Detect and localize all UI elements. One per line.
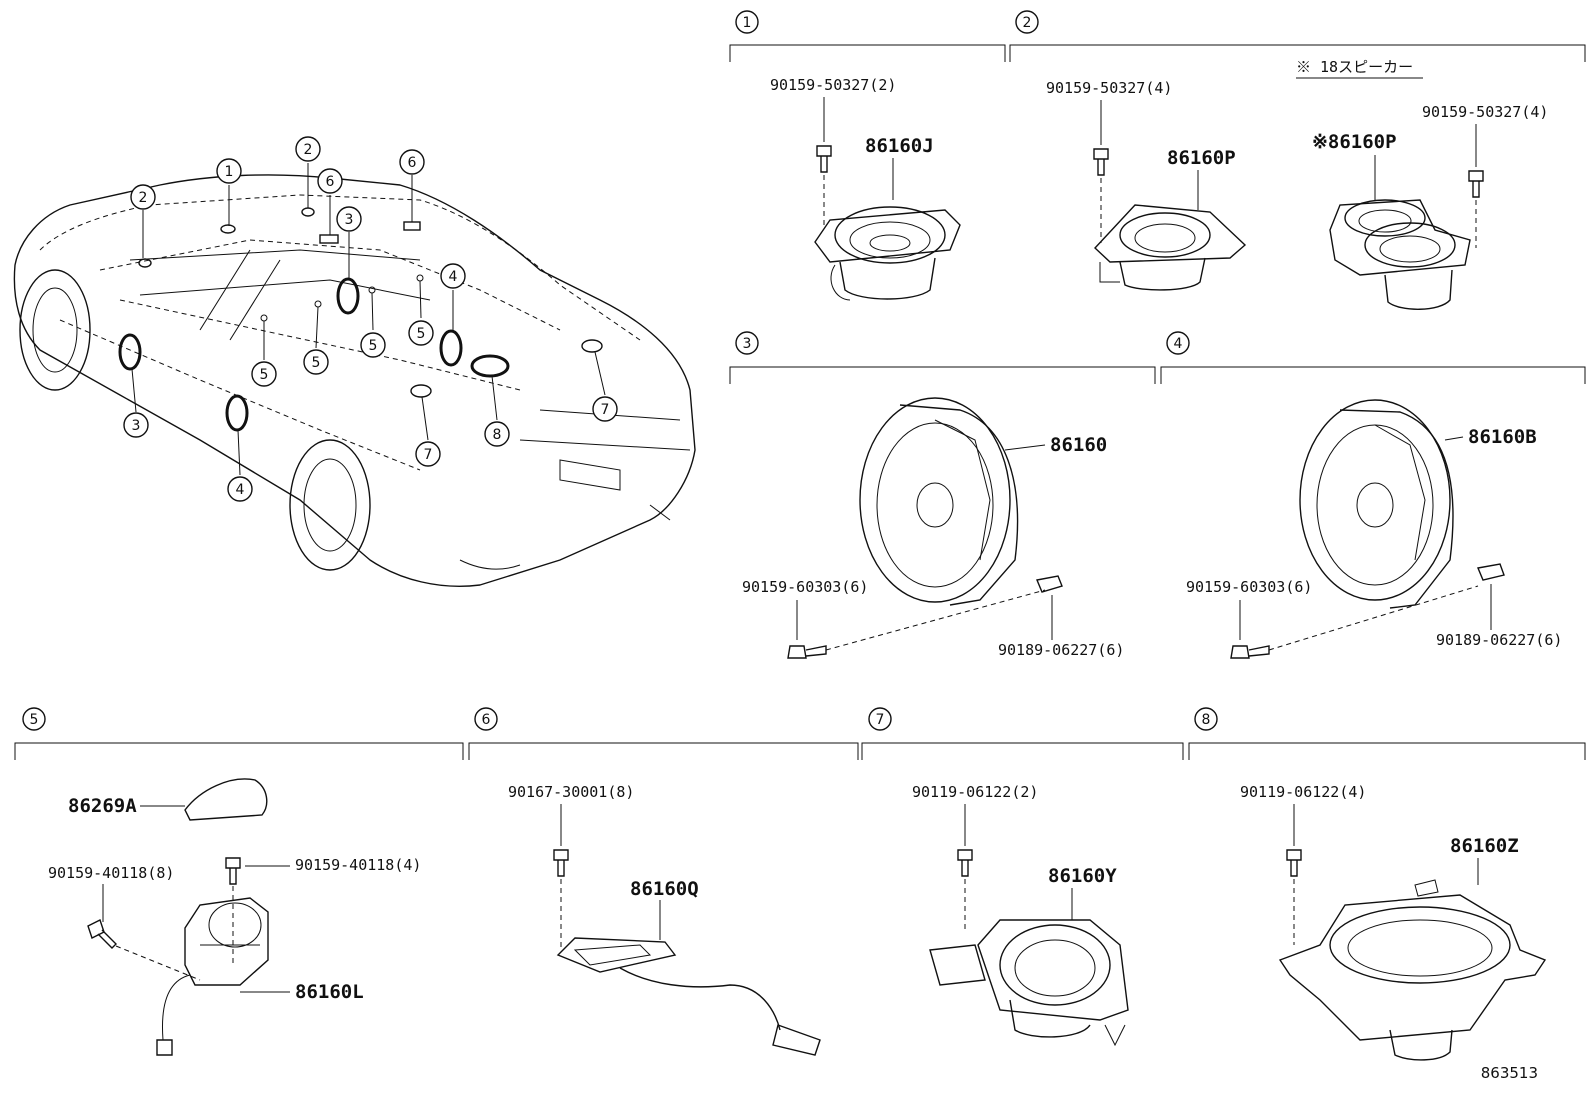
svg-text:7: 7 xyxy=(601,402,610,418)
g4-speaker xyxy=(1299,399,1454,609)
car-callout-5a: 5 xyxy=(251,361,277,387)
group-3-number: 3 xyxy=(743,336,752,352)
car-callout-5b: 5 xyxy=(303,349,329,375)
group-2: 2 ※ 18スピーカー 90159-50327(4) 86160P ※86160… xyxy=(1009,10,1586,310)
g2-speaker xyxy=(1094,204,1247,291)
car-callout-1: 1 xyxy=(216,158,242,184)
g3-nut xyxy=(1036,575,1063,593)
car-callout-5c: 5 xyxy=(360,332,386,358)
svg-text:2: 2 xyxy=(139,190,148,206)
g6-module-label: 86160Q xyxy=(630,878,699,900)
g6-module xyxy=(556,937,821,1056)
g5-screw-b-label: 90159-40118(4) xyxy=(295,856,421,874)
g2-screw xyxy=(1093,148,1109,176)
g6-screw-label: 90167-30001(8) xyxy=(508,783,634,801)
svg-text:1: 1 xyxy=(225,164,234,180)
group-8: 8 90119-06122(4) 86160Z xyxy=(1188,707,1586,1061)
group-1: 1 90159-50327(2) 86160J xyxy=(729,10,1006,301)
car-callout-3b: 3 xyxy=(123,412,149,438)
g1-screw-label: 90159-50327(2) xyxy=(770,76,896,94)
g3-speaker xyxy=(859,397,1019,606)
g7-speaker xyxy=(929,919,1129,1047)
group-2-number: 2 xyxy=(1023,15,1032,31)
g8-speaker-label: 86160Z xyxy=(1450,835,1519,857)
car-callout-7a: 7 xyxy=(415,441,441,467)
group-3: 3 86160 90159-60303(6) 90189-06227(6) xyxy=(729,331,1156,659)
group-6-number: 6 xyxy=(482,712,491,728)
g5-speaker xyxy=(156,897,269,1056)
car-callout-2a: 2 xyxy=(130,184,156,210)
g5-screw-a xyxy=(87,919,117,949)
svg-text:6: 6 xyxy=(326,174,335,190)
svg-text:8: 8 xyxy=(493,427,502,443)
car-callout-3a: 3 xyxy=(336,206,362,232)
g4-nut xyxy=(1477,563,1505,581)
g7-screw-label: 90119-06122(2) xyxy=(912,783,1038,801)
group-7: 7 90119-06122(2) 86160Y xyxy=(861,707,1184,1047)
car-callout-6b: 6 xyxy=(399,149,425,175)
svg-text:5: 5 xyxy=(369,338,378,354)
g5-screw-a-label: 90159-40118(8) xyxy=(48,864,174,882)
g7-speaker-label: 86160Y xyxy=(1048,865,1117,887)
g6-screw xyxy=(553,849,569,877)
g5-cover xyxy=(184,778,268,821)
car-callout-8: 8 xyxy=(484,421,510,447)
group-8-number: 8 xyxy=(1202,712,1211,728)
svg-text:6: 6 xyxy=(408,155,417,171)
g2-note-18speaker: ※ 18スピーカー xyxy=(1296,58,1413,76)
g4-speaker-label: 86160B xyxy=(1468,426,1537,448)
group-1-number: 1 xyxy=(743,15,752,31)
g5-cover-label: 86269A xyxy=(68,795,137,817)
g7-screw xyxy=(957,849,973,877)
diagram-id: 863513 xyxy=(1481,1064,1538,1082)
g1-speaker-label: 86160J xyxy=(865,135,934,157)
g3-speaker-label: 86160 xyxy=(1050,434,1107,456)
svg-text:3: 3 xyxy=(345,212,354,228)
svg-text:3: 3 xyxy=(132,418,141,434)
g5-screw-b xyxy=(225,857,241,885)
car-callout-7b: 7 xyxy=(592,396,618,422)
car-callout-6a: 6 xyxy=(317,168,343,194)
g8-speaker xyxy=(1278,879,1547,1061)
g1-screw xyxy=(816,145,832,173)
car-overview: 1 2 2 6 6 3 3 4 4 5 5 5 5 7 7 8 xyxy=(13,136,696,587)
car-callout-4a: 4 xyxy=(440,263,466,289)
g2-alt-screw xyxy=(1468,170,1484,198)
g2-alt-screw-label: 90159-50327(4) xyxy=(1422,103,1548,121)
g3-nut-label: 90189-06227(6) xyxy=(998,641,1124,659)
g4-screw-label: 90159-60303(6) xyxy=(1186,578,1312,596)
car-callout-2b: 2 xyxy=(295,136,321,162)
group-6: 6 90167-30001(8) 86160Q xyxy=(468,707,859,1056)
group-7-number: 7 xyxy=(876,712,885,728)
group-4: 4 86160B 90159-60303(6) 90189-06227(6) xyxy=(1160,331,1586,659)
svg-text:7: 7 xyxy=(424,447,433,463)
svg-text:4: 4 xyxy=(236,482,245,498)
g8-screw xyxy=(1286,849,1302,877)
g3-screw-label: 90159-60303(6) xyxy=(742,578,868,596)
g1-speaker xyxy=(814,206,961,301)
group-5-number: 5 xyxy=(30,712,39,728)
svg-text:5: 5 xyxy=(312,355,321,371)
group-5: 5 86269A 90159-40118(8) 90159-40118(4) 8… xyxy=(14,707,464,1056)
g2-speaker-label: 86160P xyxy=(1167,147,1236,169)
svg-text:4: 4 xyxy=(449,269,458,285)
g4-nut-label: 90189-06227(6) xyxy=(1436,631,1562,649)
g4-screw xyxy=(1230,645,1270,659)
svg-text:5: 5 xyxy=(260,367,269,383)
g2-alt-speaker-label: ※86160P xyxy=(1312,131,1397,153)
g2-alt-speaker-dual xyxy=(1329,199,1471,310)
svg-text:2: 2 xyxy=(304,142,313,158)
group-4-number: 4 xyxy=(1174,336,1183,352)
svg-text:5: 5 xyxy=(417,326,426,342)
g8-screw-label: 90119-06122(4) xyxy=(1240,783,1366,801)
car-callout-4b: 4 xyxy=(227,476,253,502)
g3-screw xyxy=(787,645,827,659)
car-callout-5d: 5 xyxy=(408,320,434,346)
g2-screw-label: 90159-50327(4) xyxy=(1046,79,1172,97)
g5-speaker-label: 86160L xyxy=(295,981,364,1003)
